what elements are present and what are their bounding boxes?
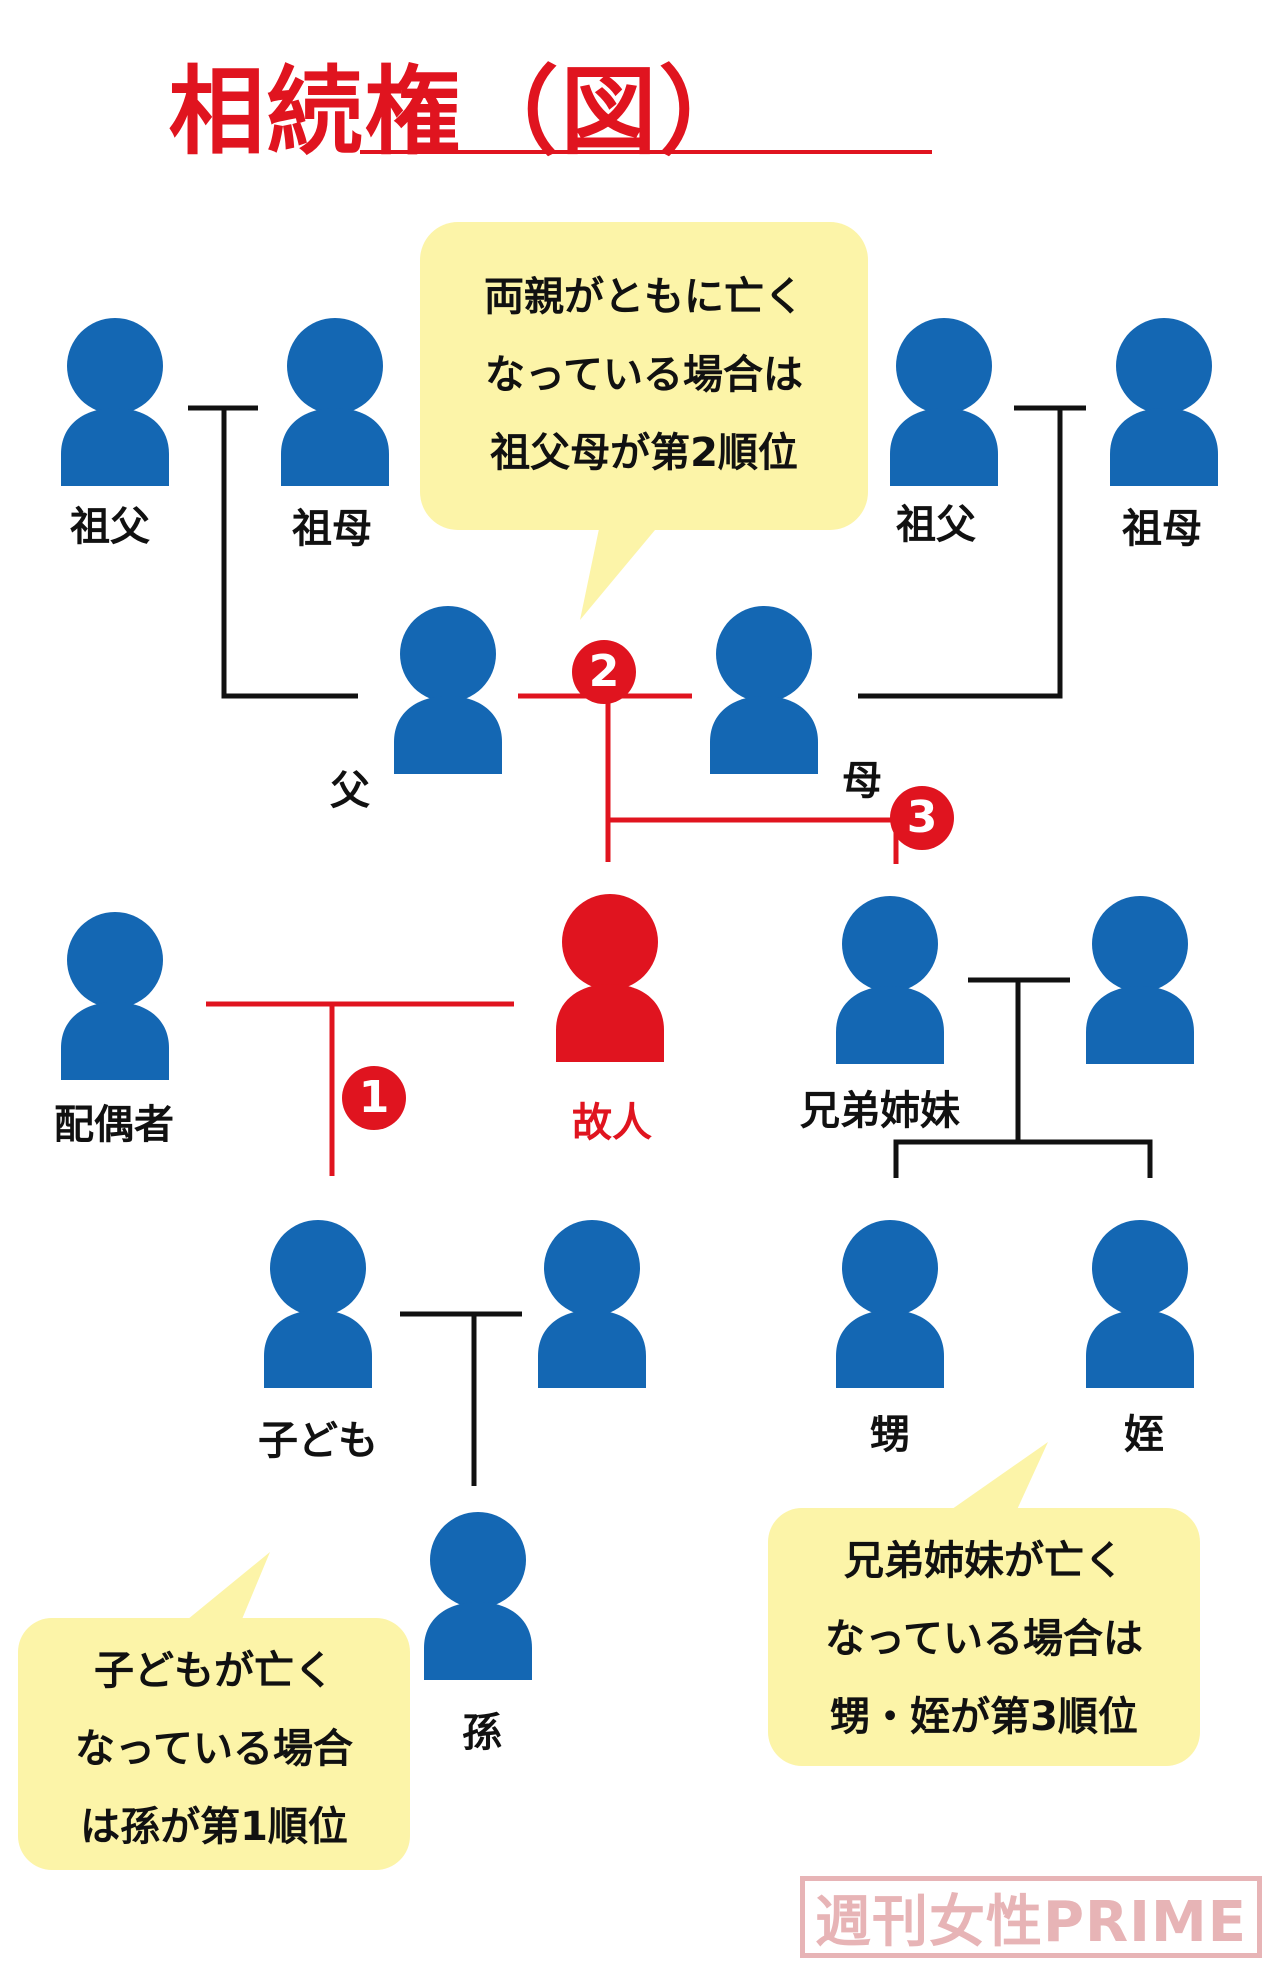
label-child: 子ども xyxy=(258,1418,378,1464)
relation-lines-black xyxy=(188,405,1153,1486)
callout-parents-bubble xyxy=(420,222,868,620)
badge-second-circle xyxy=(572,640,636,704)
person-grandmother-paternal-icon xyxy=(281,318,389,486)
label-siblings: 兄弟姉妹 xyxy=(800,1088,960,1134)
person-deceased-icon xyxy=(556,894,664,1062)
callout-children-text: 子どもが亡く なっている場合 は孫が第1順位 xyxy=(18,1632,410,1866)
person-nephew-icon xyxy=(836,1220,944,1388)
callout-children-line-3: は孫が第1順位 xyxy=(80,1804,348,1850)
label-grandfather-maternal: 祖父 xyxy=(896,502,976,548)
callout-siblings-line-1: 兄弟姉妹が亡く xyxy=(844,1538,1124,1584)
callout-children-line-2: なっている場合 xyxy=(75,1726,353,1772)
badge-second: 2 xyxy=(588,646,620,697)
person-siblings-icon xyxy=(836,896,944,1064)
callout-children-line-1: 子どもが亡く xyxy=(94,1648,334,1694)
callout-siblings-text: 兄弟姉妹が亡く なっている場合は 甥・姪が第3順位 xyxy=(768,1522,1200,1756)
person-spouse-icon xyxy=(61,912,169,1080)
watermark-text: 週刊女性PRIME xyxy=(815,1889,1247,1955)
line-paternal-to-father xyxy=(221,408,358,699)
badge-first: 1 xyxy=(358,1072,390,1123)
label-nephew: 甥 xyxy=(870,1412,910,1458)
callout-parents-text: 両親がともに亡く なっている場合は 祖父母が第2順位 xyxy=(420,258,868,492)
label-spouse: 配偶者 xyxy=(54,1102,174,1148)
callout-parents-line-3: 祖父母が第2順位 xyxy=(490,430,798,476)
badge-third-circle xyxy=(890,786,954,850)
person-grandfather-maternal-icon xyxy=(890,318,998,486)
person-father-icon xyxy=(394,606,502,774)
callout-parents-line-1: 両親がともに亡く xyxy=(484,274,804,320)
label-father: 父 xyxy=(330,768,370,814)
label-grandmother-maternal: 祖母 xyxy=(1122,506,1202,552)
badge-first-circle xyxy=(342,1066,406,1130)
label-deceased: 故人 xyxy=(572,1100,652,1146)
badge-third: 3 xyxy=(906,792,938,843)
callout-siblings-bubble xyxy=(768,1442,1200,1766)
person-grandfather-paternal-icon xyxy=(61,318,169,486)
order-badges xyxy=(342,640,954,1130)
callout-parents-line-2: なっている場合は xyxy=(485,352,803,398)
deceased xyxy=(556,894,664,1062)
callout-siblings-line-3: 甥・姪が第3順位 xyxy=(830,1694,1138,1740)
person-mother-icon xyxy=(710,606,818,774)
label-grandchild: 孫 xyxy=(462,1710,502,1756)
callout-siblings-line-2: なっている場合は xyxy=(825,1616,1143,1662)
person-grandmother-maternal-icon xyxy=(1110,318,1218,486)
callout-children-bubble xyxy=(18,1552,410,1870)
page-title: 相続権（図） xyxy=(168,56,757,168)
label-mother: 母 xyxy=(842,758,882,804)
label-grandmother-paternal: 祖母 xyxy=(292,506,372,552)
line-nephew-niece xyxy=(893,1139,1153,1178)
label-grandfather-paternal: 祖父 xyxy=(70,504,150,550)
person-child-icon xyxy=(264,1220,372,1388)
person-niece-icon xyxy=(1086,1220,1194,1388)
label-niece: 姪 xyxy=(1124,1412,1164,1458)
person-child-partner-icon xyxy=(538,1220,646,1388)
person-grandchild-icon xyxy=(424,1512,532,1680)
title-underline xyxy=(360,150,932,154)
line-maternal-to-mother xyxy=(858,408,1063,699)
watermark-logo: 週刊女性PRIME xyxy=(800,1876,1262,1958)
person-sibling-partner-icon xyxy=(1086,896,1194,1064)
